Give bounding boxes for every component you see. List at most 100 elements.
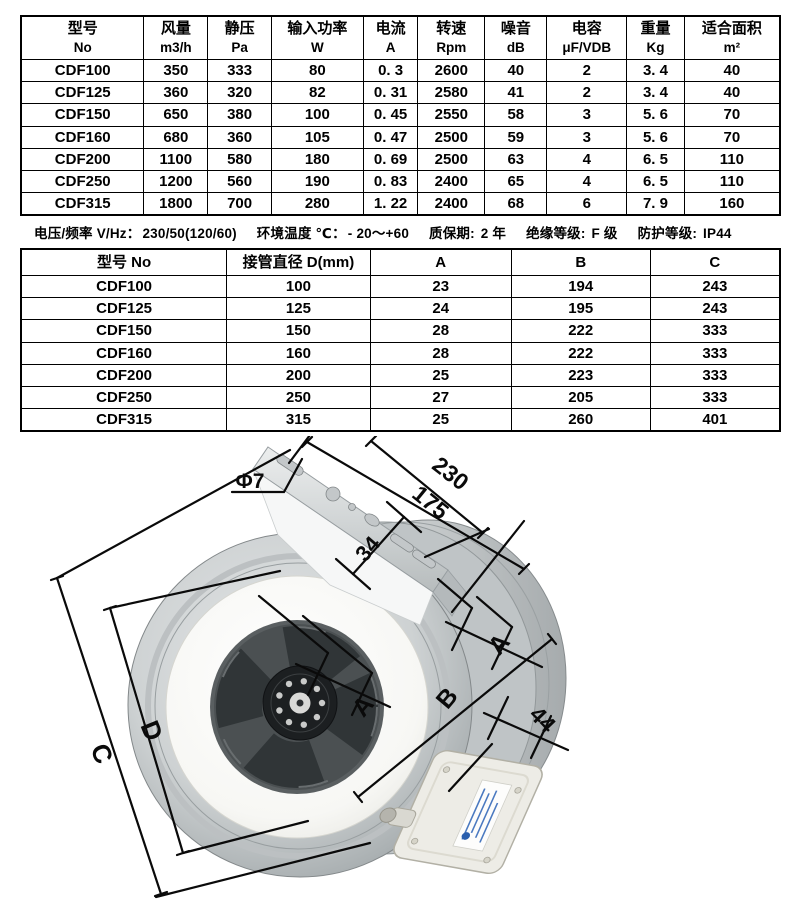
fan-dimension-drawing: Φ7 230 175 34 A A B 44 C D (49, 436, 570, 899)
voltage-value: 230/50(120/60) (142, 226, 237, 241)
table-cell: 333 (649, 385, 781, 410)
table-cell: 3. 4 (626, 81, 685, 105)
protection-value: IP44 (703, 226, 732, 241)
hub-ring (270, 673, 330, 733)
hub-bolt-circle (276, 678, 326, 728)
table-cell: 125 (226, 297, 371, 321)
dim-b-line (356, 637, 554, 799)
column-header: 接管直径 D(mm) (226, 248, 371, 276)
column-header: 型号 No (20, 248, 228, 276)
table-cell: 40 (484, 58, 548, 83)
table-cell: 23 (369, 274, 512, 299)
table-cell: 160 (683, 192, 781, 216)
phi7-leader (230, 457, 304, 494)
ext-230-right (450, 519, 526, 614)
table-cell: 560 (207, 169, 272, 194)
table-cell: 70 (683, 125, 781, 149)
table-cell: 63 (484, 147, 548, 171)
table-cell: 350 (143, 58, 209, 83)
table-cell: CDF160 (20, 125, 145, 149)
ext-34-b (385, 500, 423, 534)
voltage-label: 电压/频率 V/Hz： (34, 226, 141, 241)
hub-center-hole (296, 699, 304, 707)
table-cell: 24 (369, 297, 512, 321)
table-cell: 25 (369, 408, 512, 432)
junction-box (379, 749, 543, 875)
electrical-note: 电压/频率 V/Hz：230/50(120/60) 环境温度 ℃：- 20～+6… (34, 222, 794, 242)
table-cell: 110 (683, 169, 781, 194)
table-cell: CDF315 (20, 192, 145, 216)
table-cell: 333 (207, 58, 272, 83)
table-cell: 2500 (417, 147, 486, 171)
front-rim-bevel (145, 553, 451, 859)
table-cell: 7. 9 (626, 192, 685, 216)
lid-screws (411, 766, 522, 864)
ext-d-bottom (181, 819, 310, 855)
label-phi7: Φ7 (236, 470, 265, 493)
table-cell: 150 (226, 319, 371, 343)
table-cell: 190 (270, 169, 364, 194)
table-cell: 0. 69 (362, 147, 419, 171)
table-cell: 360 (143, 81, 209, 105)
table-cell: 260 (510, 408, 651, 432)
table-cell: 59 (484, 125, 548, 149)
table-cell: 68 (484, 192, 548, 216)
table-cell: 70 (683, 103, 781, 127)
ext-34-a (334, 557, 372, 591)
table-cell: 222 (510, 319, 651, 343)
ext-c-bottom (154, 841, 372, 899)
table-cell: 58 (484, 103, 548, 127)
table-cell: CDF125 (20, 81, 145, 105)
table-cell: 2500 (417, 125, 486, 149)
ext-a-front-2 (301, 614, 374, 675)
table-cell: 4 (546, 147, 628, 171)
table-cell: 105 (270, 125, 364, 149)
table-cell: 2 (546, 58, 628, 83)
rating-sticker (452, 779, 513, 852)
ext-175-right (423, 527, 491, 559)
table-cell: 320 (207, 81, 272, 105)
table-cell: 0. 45 (362, 103, 419, 127)
table-cell: 6. 5 (626, 169, 685, 194)
protection-label: 防护等级: (637, 226, 698, 241)
ext-a-front-1 (257, 594, 330, 655)
table-cell: 1100 (143, 147, 209, 171)
temp-label: 环境温度 ℃： (256, 226, 346, 241)
table-cell: 2400 (417, 192, 486, 216)
table-cell: 195 (510, 297, 651, 321)
table-cell: 250 (226, 385, 371, 410)
table-cell: 5. 6 (626, 125, 685, 149)
ext-44 (447, 742, 494, 793)
column-header: B (510, 248, 651, 276)
table-cell: 223 (510, 363, 651, 387)
table-cell: CDF200 (20, 147, 145, 171)
table-cell: 6 (546, 192, 628, 216)
cable-gland (379, 807, 417, 828)
table-cell: 0. 31 (362, 81, 419, 105)
table-cell: 3. 4 (626, 58, 685, 83)
label-c: C (85, 739, 120, 768)
table-cell: 3 (546, 103, 628, 127)
table-cell: 82 (270, 81, 364, 105)
dim-34-line (351, 515, 406, 576)
table-cell: 205 (510, 385, 651, 410)
table-cell: 100 (270, 103, 364, 127)
ext-c-top (55, 448, 292, 580)
table-cell: 194 (510, 274, 651, 299)
